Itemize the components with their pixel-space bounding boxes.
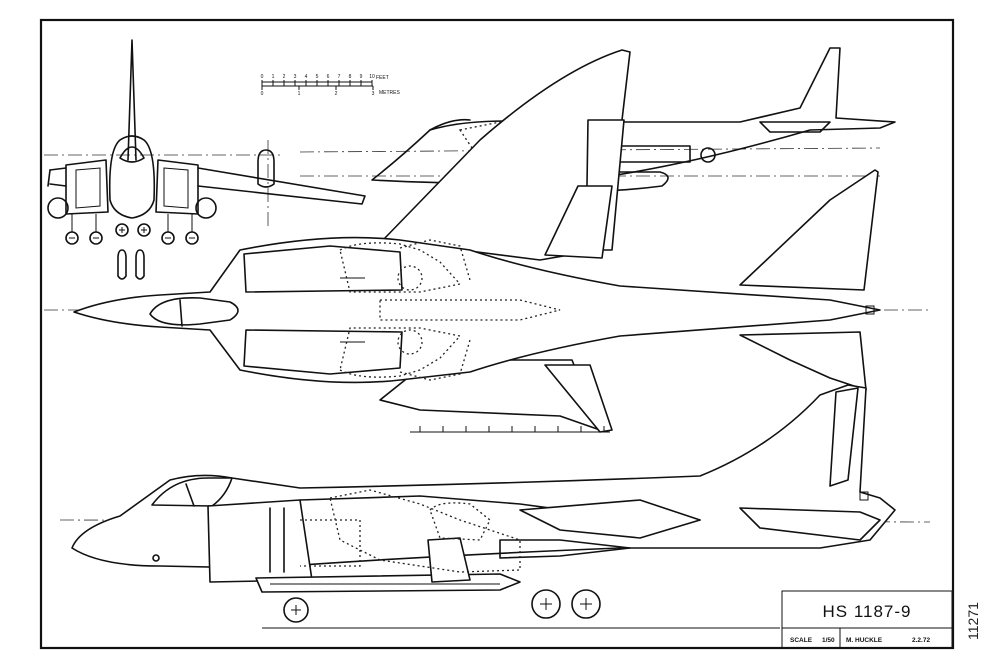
feet-label: FEET — [376, 75, 389, 81]
metre-tick-label: 2 — [335, 91, 338, 97]
metre-tick-label: 1 — [298, 91, 301, 97]
side-elevation-view — [59, 384, 931, 629]
top-plan-view — [44, 49, 930, 433]
feet-ticks: 0 1 2 3 4 5 6 7 8 9 10 — [261, 74, 375, 86]
feet-tick-label: 3 — [294, 74, 297, 80]
flap-ticks — [419, 426, 605, 432]
feet-tick-label: 0 — [261, 74, 264, 80]
feet-tick-label: 5 — [316, 74, 319, 80]
scale-label: SCALE — [790, 637, 813, 644]
feet-tick-label: 4 — [305, 74, 308, 80]
margin-reference-number: 11271 — [965, 602, 981, 640]
title-block: HS 1187-9 SCALE 1/50 M. HUCKLE 2.2.72 — [781, 590, 953, 649]
metre-tick-label: 0 — [261, 91, 264, 97]
feet-tick-label: 7 — [338, 74, 341, 80]
front-view — [44, 39, 366, 280]
feet-tick-label: 9 — [360, 74, 363, 80]
drawing-border — [39, 18, 955, 650]
feet-tick-label: 1 — [272, 74, 275, 80]
feet-tick-label: 8 — [349, 74, 352, 80]
drawing-designation: HS 1187-9 — [822, 602, 911, 621]
drawing-date: 2.2.72 — [912, 637, 930, 644]
feet-tick-label: 10 — [369, 74, 375, 80]
metre-tick-label: 3 — [372, 91, 375, 97]
metre-ticks: 0 1 2 3 — [261, 86, 375, 97]
metres-label: METRES — [379, 90, 401, 96]
scale-value: 1/50 — [822, 637, 835, 644]
drawn-by: M. HUCKLE — [846, 637, 883, 644]
feet-tick-label: 6 — [327, 74, 330, 80]
scale-bar: 0 1 2 3 4 5 6 7 8 9 10 FEET 0 1 2 3 METRES — [261, 74, 401, 97]
feet-tick-label: 2 — [283, 74, 286, 80]
